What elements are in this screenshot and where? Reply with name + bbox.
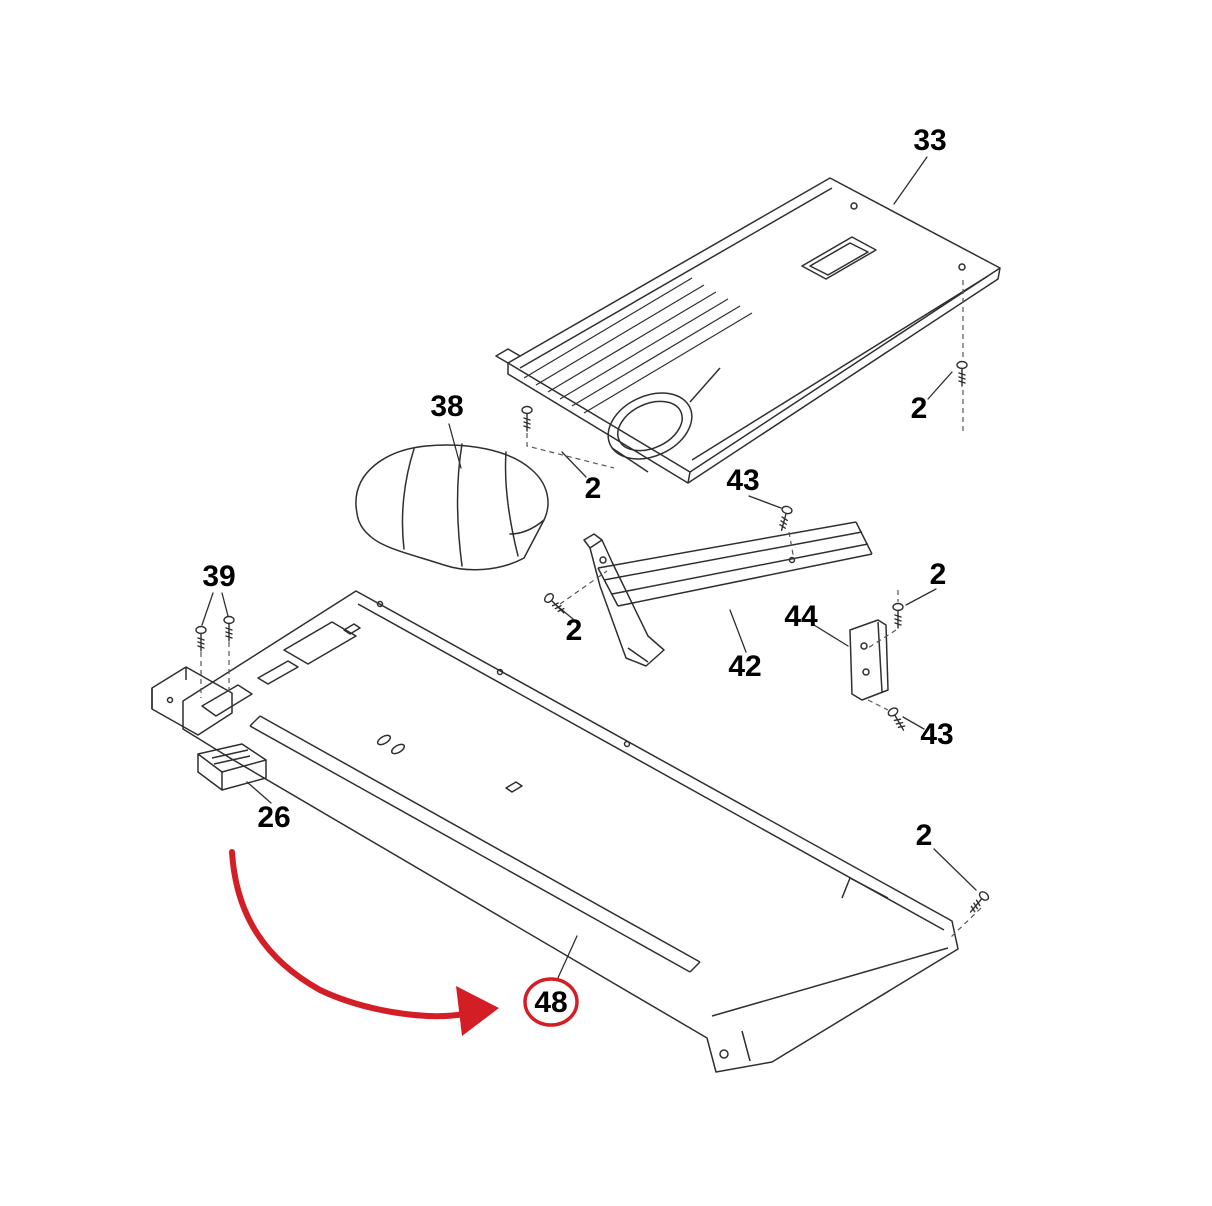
part-label-44: 44 (784, 600, 818, 633)
part-label-39: 39 (202, 560, 236, 593)
part-label-38: 38 (430, 390, 464, 423)
left-end-cap (151, 666, 253, 736)
duct-collar (607, 367, 721, 473)
part-label-2-bracket: 2 (929, 558, 947, 591)
screws (195, 360, 990, 913)
label-leader-lines (201, 156, 977, 981)
highlight-circle (523, 977, 579, 1027)
screw-icon (956, 360, 968, 387)
louver-lines (523, 277, 753, 414)
screw-icon (543, 592, 565, 614)
part-label-43-lower: 43 (920, 718, 954, 751)
part-42-rail (583, 521, 873, 667)
pointer-arrowhead-icon (456, 986, 499, 1036)
part-44-bracket (849, 619, 889, 701)
part-label-2-top-right: 2 (910, 392, 928, 425)
part-label-48-highlighted: 48 (534, 986, 568, 1019)
part-label-26: 26 (257, 801, 291, 834)
pointer-arrow (229, 849, 467, 1020)
part-label-2-duct: 2 (584, 472, 602, 505)
highlight-pointer (229, 849, 579, 1036)
part-26-block (197, 743, 267, 791)
dashed-alignment-lines (200, 280, 982, 939)
screw-icon (195, 625, 207, 652)
part-33-top-panel (495, 177, 1001, 484)
part-label-33: 33 (913, 124, 947, 157)
screw-icon (969, 891, 990, 913)
part-label-2-bottom-right: 2 (915, 819, 933, 852)
part-48-base-panel (151, 590, 959, 1073)
part-label-2-rail: 2 (565, 614, 583, 647)
screw-icon (887, 707, 906, 731)
screw-icon (521, 405, 533, 432)
part-label-43-upper: 43 (726, 464, 760, 497)
screw-icon (223, 615, 235, 642)
screw-icon (779, 505, 793, 531)
screw-icon (892, 602, 904, 629)
part-label-42: 42 (728, 650, 762, 683)
part-38-elbow-duct (355, 443, 549, 571)
